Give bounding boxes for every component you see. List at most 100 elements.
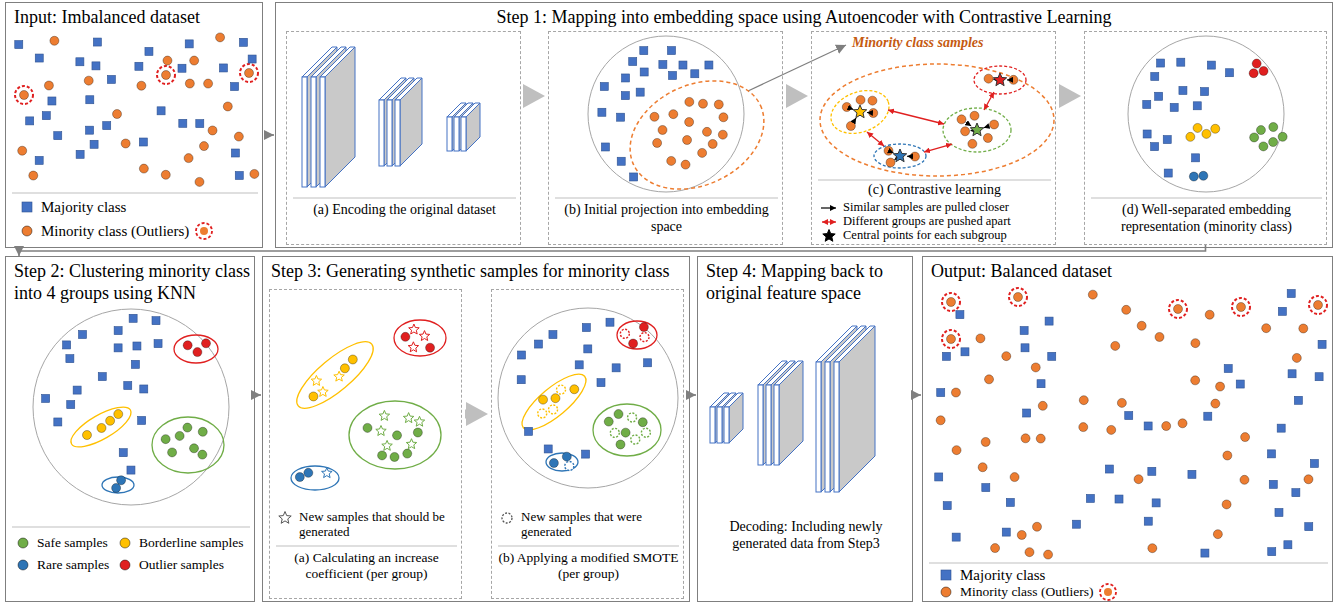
majority-sample	[133, 342, 141, 350]
majority-sample	[76, 58, 84, 66]
majority-sample	[35, 156, 43, 164]
minority-sample	[1162, 422, 1171, 431]
layer-front	[395, 100, 400, 166]
cluster-outline	[66, 400, 137, 455]
layer-top	[395, 78, 422, 100]
minority-sample	[681, 160, 690, 169]
majority-sample	[42, 394, 50, 402]
legend-item: Similar samples are pulled closer	[820, 200, 1009, 215]
majority-sample	[63, 341, 71, 349]
majority-sample	[54, 132, 62, 140]
minority-sample	[393, 431, 402, 440]
legend-text: New samples that should be generated	[299, 510, 457, 540]
majority-sample	[1318, 340, 1326, 348]
new-sample	[549, 405, 558, 414]
circle-shape	[120, 538, 130, 548]
layer-top	[320, 47, 355, 77]
majority-sample	[1277, 424, 1285, 432]
minority-sample	[1259, 142, 1268, 151]
legend-item: Different groups are pushed apart	[820, 214, 1011, 229]
minority-sample	[208, 126, 217, 135]
majority-sample	[1144, 422, 1152, 430]
minority-sample	[562, 452, 571, 461]
majority-sample	[679, 61, 687, 69]
minority-sample	[976, 334, 985, 343]
cluster-outline	[874, 144, 926, 168]
minority-sample	[1137, 321, 1146, 330]
star-marker	[409, 324, 420, 334]
minority-sample	[139, 164, 148, 173]
minority-sample	[1205, 310, 1214, 319]
minority-sample	[951, 388, 960, 397]
sub-panel: (c) Contrastive learningMinority class s…	[811, 31, 1056, 245]
cluster-outline	[617, 321, 657, 349]
legend-item: Minority class (Outliers)	[937, 584, 1118, 601]
minority-sample	[117, 476, 126, 485]
majority-sample	[1002, 528, 1010, 536]
majority-sample	[1151, 72, 1159, 80]
majority-sample	[621, 92, 629, 100]
majority-sample	[1164, 169, 1172, 177]
minority-sample	[856, 95, 865, 104]
minority-sample	[669, 110, 678, 119]
panel-title: Step 3: Generating synthetic samples for…	[271, 261, 683, 283]
minority-sample	[378, 451, 387, 460]
minority-sample	[195, 177, 204, 186]
legend-swatch	[276, 511, 294, 525]
majority-sample	[640, 68, 648, 76]
majority-sample	[1226, 69, 1234, 77]
majority-sample	[86, 96, 94, 104]
legend-swatch	[820, 229, 838, 243]
majority-sample	[1267, 450, 1275, 458]
legend-text: Minority class (Outliers)	[41, 223, 189, 240]
majority-sample	[597, 379, 605, 387]
minority-sample	[1216, 382, 1225, 391]
majority-sample	[152, 317, 160, 325]
minority-sample	[1299, 324, 1308, 333]
rect-shape	[941, 570, 951, 580]
new-sample	[620, 329, 629, 338]
majority-sample	[606, 318, 614, 326]
layer-top	[461, 103, 480, 117]
minority-sample	[97, 423, 106, 432]
majority-sample	[544, 445, 552, 453]
minority-sample	[363, 423, 372, 432]
majority-sample	[127, 466, 135, 474]
rule-line	[748, 45, 846, 91]
legend-item: Minority class (Outliers)	[18, 223, 214, 240]
minority-sample	[1314, 301, 1323, 310]
majority-sample	[612, 364, 620, 372]
minority-sample	[1017, 530, 1026, 539]
rect-shape	[22, 202, 32, 212]
new-sample	[557, 385, 566, 394]
rule-line	[12, 193, 258, 194]
minority-sample	[1222, 500, 1231, 509]
majority-sample	[231, 83, 239, 91]
minority-sample	[1036, 434, 1045, 443]
minority-sample	[1199, 171, 1208, 180]
minority-sample	[868, 96, 877, 105]
block-arrow	[786, 92, 790, 101]
minority-sample	[199, 142, 208, 151]
layer-top	[834, 326, 875, 362]
minority-sample	[198, 427, 207, 436]
minority-sample	[884, 146, 893, 155]
minority-sample	[426, 343, 435, 352]
majority-sample	[48, 97, 56, 105]
majority-sample	[601, 143, 609, 151]
circle-shape	[18, 538, 28, 548]
minority-sample	[113, 110, 122, 119]
majority-sample	[185, 40, 193, 48]
illustration	[6, 257, 256, 603]
minority-sample	[910, 152, 919, 161]
majority-sample	[90, 140, 98, 148]
minority-sample	[184, 154, 193, 163]
layer-front	[816, 362, 821, 492]
majority-sample	[1177, 58, 1185, 66]
star-marker	[408, 342, 418, 352]
majority-sample	[952, 533, 960, 541]
minority-sample	[1191, 376, 1200, 385]
caption: (a) Calculating an increase coefficient …	[274, 550, 459, 582]
majority-sample	[1188, 470, 1196, 478]
minority-sample	[719, 113, 728, 122]
